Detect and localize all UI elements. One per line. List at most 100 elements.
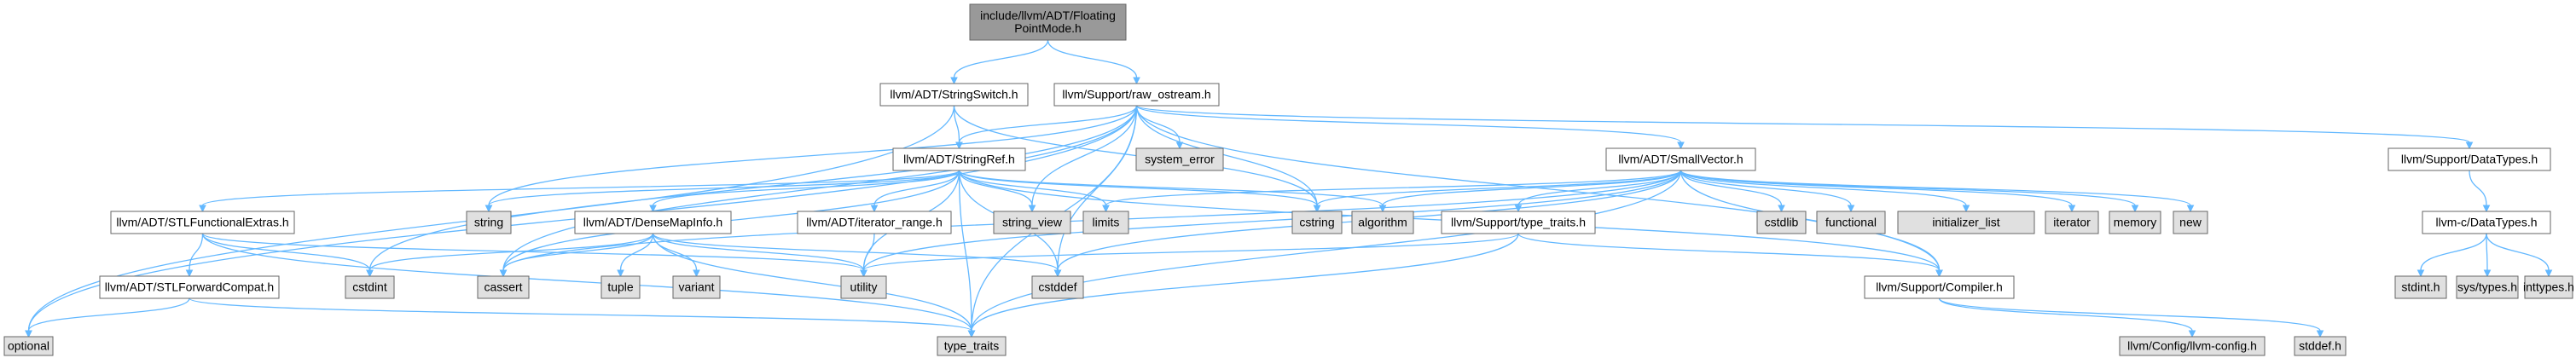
edge-arrowhead-compiler-to-llvm_config	[2188, 330, 2196, 338]
node-iterator_range[interactable]: llvm/ADT/iterator_range.h	[797, 211, 952, 234]
node-box-cstring	[1291, 211, 1343, 234]
edge-stringswitch-to-cstring	[953, 105, 1318, 206]
node-label-cstdlib: cstdlib	[1765, 216, 1799, 229]
node-type_traits: type_traits	[937, 336, 1007, 356]
node-box-datatypes	[2387, 147, 2551, 171]
node-box-type_traits	[937, 336, 1007, 356]
node-label-stringswitch: llvm/ADT/StringSwitch.h	[890, 88, 1018, 101]
node-raw_ostream[interactable]: llvm/Support/raw_ostream.h	[1053, 83, 1220, 107]
node-box-stddef_h	[2294, 336, 2347, 356]
node-box-cstddef	[1031, 275, 1084, 299]
node-box-variant	[672, 275, 721, 299]
edge-smallvector-to-type_traits	[971, 170, 1682, 332]
node-label-tuple: tuple	[607, 280, 634, 294]
node-densemapinfo[interactable]: llvm/ADT/DenseMapInfo.h	[574, 211, 732, 234]
edge-root-to-raw_ostream	[1047, 39, 1138, 78]
node-box-algorithm	[1351, 211, 1414, 234]
edge-arrowhead-raw_ostream-to-system_error	[1175, 141, 1184, 150]
edge-stringref-to-stlfunctional	[201, 170, 960, 206]
node-box-string	[466, 211, 512, 234]
node-box-cstdlib	[1756, 211, 1807, 234]
node-stdint_h: stdint.h	[2394, 275, 2447, 299]
node-label-raw_ostream: llvm/Support/raw_ostream.h	[1062, 88, 1210, 101]
edge-stringref-to-limits	[958, 170, 1107, 206]
node-box-sys_types	[2456, 275, 2519, 299]
edge-type_traits_h-to-compiler	[1517, 233, 1941, 271]
node-stlforward[interactable]: llvm/ADT/STLForwardCompat.h	[99, 275, 280, 299]
node-label-cstring: cstring	[1299, 216, 1334, 229]
node-box-system_error	[1135, 147, 1224, 171]
node-label-system_error: system_error	[1145, 153, 1215, 166]
node-c_datatypes[interactable]: llvm-c/DataTypes.h	[2422, 211, 2551, 234]
node-label-new: new	[2179, 216, 2202, 229]
edge-densemapinfo-to-cstddef	[652, 233, 1059, 271]
node-label-stlfunctional: llvm/ADT/STLFunctionalExtras.h	[116, 216, 288, 229]
edge-arrowhead-densemapinfo-to-cstdint	[366, 269, 374, 278]
node-system_error: system_error	[1135, 147, 1224, 171]
node-datatypes[interactable]: llvm/Support/DataTypes.h	[2387, 147, 2551, 171]
edge-stlfunctional-to-cstdint	[201, 233, 371, 271]
node-iterator: iterator	[2045, 211, 2099, 234]
edge-arrowhead-root-to-stringswitch	[950, 77, 958, 85]
node-label-smallvector: llvm/ADT/SmallVector.h	[1618, 153, 1743, 166]
node-box-tuple	[600, 275, 641, 299]
node-functional: functional	[1816, 211, 1886, 234]
edge-densemapinfo-to-tuple	[619, 233, 654, 271]
edge-type_traits_h-to-utility	[862, 233, 1519, 271]
node-label-datatypes: llvm/Support/DataTypes.h	[2401, 153, 2538, 166]
node-stringswitch[interactable]: llvm/ADT/StringSwitch.h	[879, 83, 1029, 107]
node-box-limits	[1082, 211, 1129, 234]
node-label-cstdint: cstdint	[352, 280, 387, 294]
node-smallvector[interactable]: llvm/ADT/SmallVector.h	[1605, 147, 1756, 171]
edge-densemapinfo-to-cstdint	[368, 233, 654, 271]
node-label-sys_types: sys/types.h	[2457, 280, 2517, 294]
edge-arrowhead-type_traits_h-to-utility	[860, 269, 867, 278]
edge-c_datatypes-to-stdint_h	[2420, 233, 2487, 271]
edge-raw_ostream-to-stringref	[958, 105, 1138, 143]
node-stddef_h: stddef.h	[2294, 336, 2347, 356]
edge-stringswitch-to-stringref	[953, 105, 960, 143]
edge-arrowhead-stringref-to-string	[484, 205, 493, 213]
node-box-raw_ostream	[1053, 83, 1220, 107]
node-box-densemapinfo	[574, 211, 732, 234]
node-box-functional	[1816, 211, 1886, 234]
edge-arrowhead-densemapinfo-to-cassert	[499, 269, 508, 278]
node-sys_types: sys/types.h	[2456, 275, 2519, 299]
node-box-llvm_config	[2119, 336, 2266, 356]
edge-densemapinfo-to-utility	[652, 233, 865, 271]
node-box-utility	[840, 275, 887, 299]
node-label-cstddef: cstddef	[1038, 280, 1076, 294]
node-label-densemapinfo: llvm/ADT/DenseMapInfo.h	[583, 216, 722, 229]
edge-arrowhead-stringref-to-string_view	[1028, 205, 1036, 213]
node-box-initializer_list	[1897, 211, 2035, 234]
node-initializer_list: initializer_list	[1897, 211, 2035, 234]
edge-smallvector-to-utility	[862, 170, 1682, 271]
edge-densemapinfo-to-cassert	[502, 233, 654, 271]
edge-arrowhead-densemapinfo-to-variant	[693, 269, 700, 278]
edge-arrowhead-stringref-to-densemapinfo	[649, 205, 657, 213]
node-box-iterator_range	[797, 211, 952, 234]
node-cstring: cstring	[1291, 211, 1343, 234]
edge-c_datatypes-to-inttypes	[2486, 233, 2550, 271]
node-label-inttypes: inttypes.h	[2523, 280, 2574, 294]
edge-raw_ostream-to-datatypes	[1135, 105, 2470, 143]
node-stringref[interactable]: llvm/ADT/StringRef.h	[892, 147, 1026, 171]
edge-arrowhead-stringref-to-iterator_range	[870, 205, 879, 213]
edge-arrowhead-smallvector-to-cstring	[1313, 205, 1321, 213]
node-compiler[interactable]: llvm/Support/Compiler.h	[1864, 275, 2015, 299]
edge-arrowhead-type_traits_h-to-compiler	[1935, 269, 1943, 278]
edge-smallvector-to-algorithm	[1382, 170, 1682, 206]
edge-smallvector-to-initializer_list	[1680, 170, 1967, 206]
node-memory: memory	[2109, 211, 2161, 234]
node-algorithm: algorithm	[1351, 211, 1414, 234]
node-stlfunctional[interactable]: llvm/ADT/STLFunctionalExtras.h	[110, 211, 295, 234]
node-utility: utility	[840, 275, 887, 299]
edge-smallvector-to-functional	[1680, 170, 1852, 206]
node-type_traits_h[interactable]: llvm/Support/type_traits.h	[1441, 211, 1596, 234]
node-box-iterator	[2045, 211, 2099, 234]
node-box-stringswitch	[879, 83, 1029, 107]
node-label-variant: variant	[678, 280, 714, 294]
edge-arrowhead-compiler-to-stddef_h	[2316, 330, 2324, 338]
